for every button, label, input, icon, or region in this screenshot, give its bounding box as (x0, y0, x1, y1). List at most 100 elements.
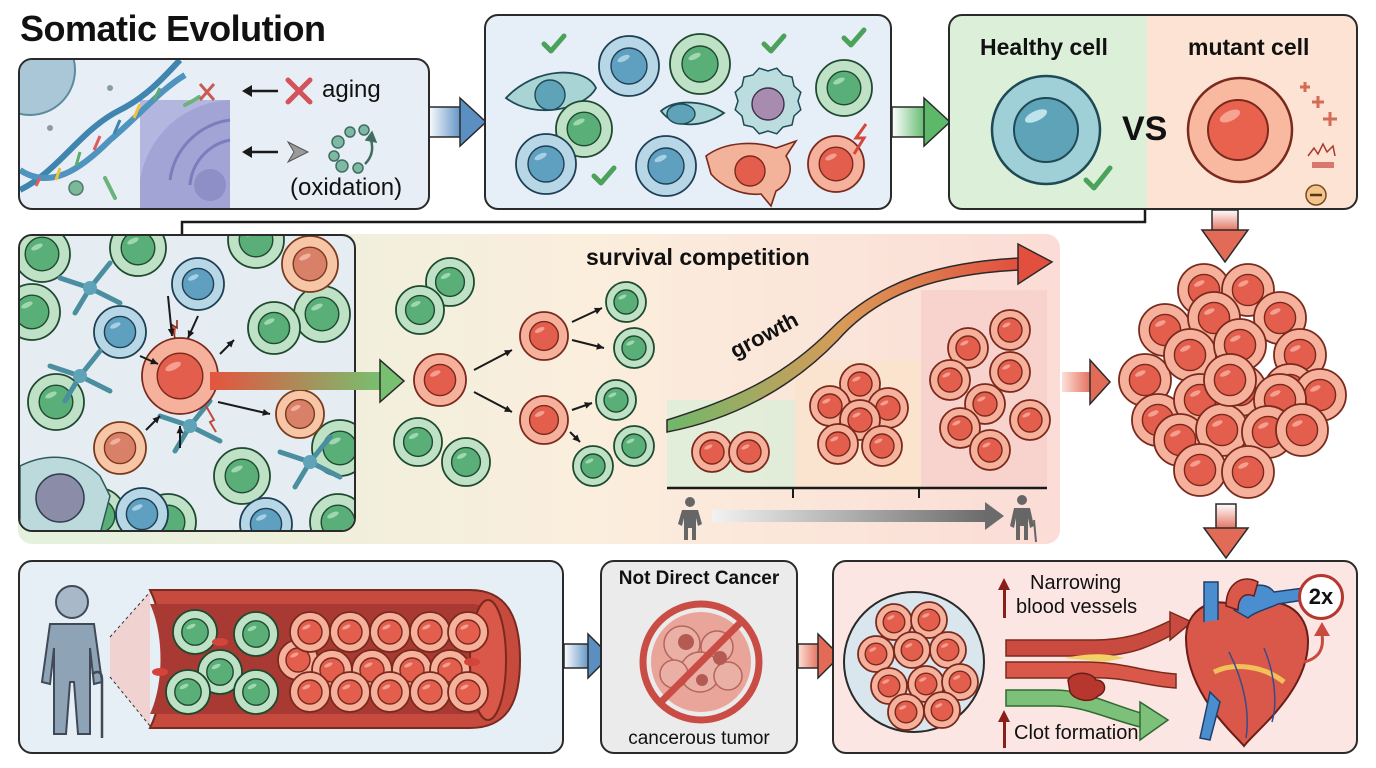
green-cell-icon (555, 100, 613, 158)
x-mark-icon (198, 83, 216, 101)
cluster-cell-icon (1195, 403, 1249, 457)
clot-formation-label: Clot formation (1014, 722, 1139, 744)
red-cell-icon (923, 691, 961, 729)
green-cell-icon (441, 437, 491, 487)
red-cell-icon (861, 425, 903, 467)
blue-cell-icon (515, 133, 577, 195)
green-cell-icon (815, 59, 873, 117)
vs-label: VS (1122, 110, 1168, 148)
blood-vessel-panel (18, 560, 564, 754)
dendritic-cell-icon (277, 434, 343, 490)
orange-cell-icon (93, 421, 147, 475)
cell-population-illustration (504, 27, 873, 208)
causes-panel: aging (oxidation) (18, 58, 430, 210)
red-cell-icon (289, 671, 331, 713)
red-cell-icon (447, 671, 489, 713)
arrow-icon (571, 339, 605, 350)
time-arrow (712, 502, 1004, 530)
arrow-notcancer-to-outcome (797, 632, 842, 680)
red-cell-icon (409, 671, 451, 713)
green-cell-icon (309, 493, 354, 530)
red-cell-icon (929, 359, 971, 401)
red-blood-cell-icon (212, 638, 228, 646)
cluster-cell-icon (1203, 353, 1257, 407)
green-cell-icon (20, 236, 71, 283)
red-cell-icon (969, 429, 1011, 471)
green-cell-icon (572, 445, 614, 487)
mutant-cell-icon (1186, 76, 1294, 184)
arrow-cluster-to-outcome (1202, 503, 1250, 560)
signal-arrow-icon (217, 401, 271, 416)
arrow-compare-to-cluster (1200, 209, 1250, 264)
red-blood-cell-icon (464, 658, 480, 666)
check-icon (1083, 165, 1113, 191)
red-cell-icon (887, 693, 925, 731)
green-cell-icon (595, 379, 637, 421)
red-cell-icon (329, 671, 371, 713)
blood-vessel-illustration (40, 585, 522, 738)
green-cell-icon (293, 285, 351, 343)
green-cell-icon (20, 283, 61, 341)
red-cell-icon (910, 601, 948, 639)
left-arrow-icon (242, 85, 278, 158)
not-direct-cancer-panel: Not Direct Cancer cancerous tumor (600, 560, 798, 754)
cluster-cell-icon (1163, 328, 1217, 382)
green-cell-icon (669, 33, 731, 95)
red-cell-icon (989, 351, 1031, 393)
red-cell-icon (875, 603, 913, 641)
red-cell-icon (519, 395, 569, 445)
narrowing-label-line1: Narrowing (1030, 572, 1122, 594)
red-cell-icon (817, 423, 859, 465)
curved-arrow-icon (1303, 633, 1324, 664)
red-cell-icon (857, 635, 895, 673)
elderly-person-icon (40, 585, 104, 738)
not-direct-cancer-title: Not Direct Cancer (618, 568, 780, 589)
oxidation-label: (oxidation) (290, 174, 403, 201)
arrow-vessel-to-notcancer (563, 632, 612, 680)
red-cell-icon (409, 611, 451, 653)
red-cell-icon (807, 135, 865, 193)
cell-population-panel (484, 14, 892, 210)
growth-curve-arrow (666, 242, 1054, 433)
clot-icon (1067, 672, 1106, 702)
risk-badge-text: 2x (1308, 584, 1334, 609)
green-cell-icon (233, 611, 279, 657)
molecule-icon (328, 124, 378, 174)
red-blood-cell-icon (152, 668, 168, 676)
founder-mutant-cell-icon (413, 353, 467, 407)
red-cell-icon (369, 671, 411, 713)
red-cell-icon (941, 663, 979, 701)
blue-cell-icon (239, 497, 293, 530)
healthy-cell-icon (990, 74, 1102, 186)
heart-icon (1184, 578, 1310, 748)
orange-cell-icon (281, 236, 339, 293)
dendritic-cell-icon (57, 260, 123, 316)
burst-icon (1307, 142, 1336, 157)
arrow-competition-to-cluster (1062, 358, 1112, 406)
red-cell-icon (1009, 399, 1051, 441)
check-icon (541, 33, 567, 54)
green-cell-icon (425, 257, 475, 307)
cell-compare-panel: Healthy cell mutant cell VS (948, 14, 1358, 210)
mutant-cell-label: mutant cell (1188, 34, 1310, 60)
minus-icon (1305, 184, 1327, 206)
red-cell-icon (929, 631, 967, 669)
arrow-icon (473, 349, 513, 371)
green-cell-icon (172, 609, 218, 655)
red-cell-icon (519, 311, 569, 361)
arrow-icon (571, 307, 603, 323)
cardiovascular-illustration (843, 578, 1330, 748)
red-cell-icon (329, 611, 371, 653)
arrow-causes-to-population (427, 96, 488, 148)
signal-arrow-icon (176, 426, 184, 448)
blue-cell-icon (115, 487, 169, 530)
cluster-cell-icon (1118, 353, 1172, 407)
red-cell-icon (369, 611, 411, 653)
red-cell-icon (947, 327, 989, 369)
green-cell-icon (613, 327, 655, 369)
cluster-cell-icon (1173, 443, 1227, 497)
young-person-icon (678, 497, 702, 540)
check-icon (761, 33, 787, 54)
